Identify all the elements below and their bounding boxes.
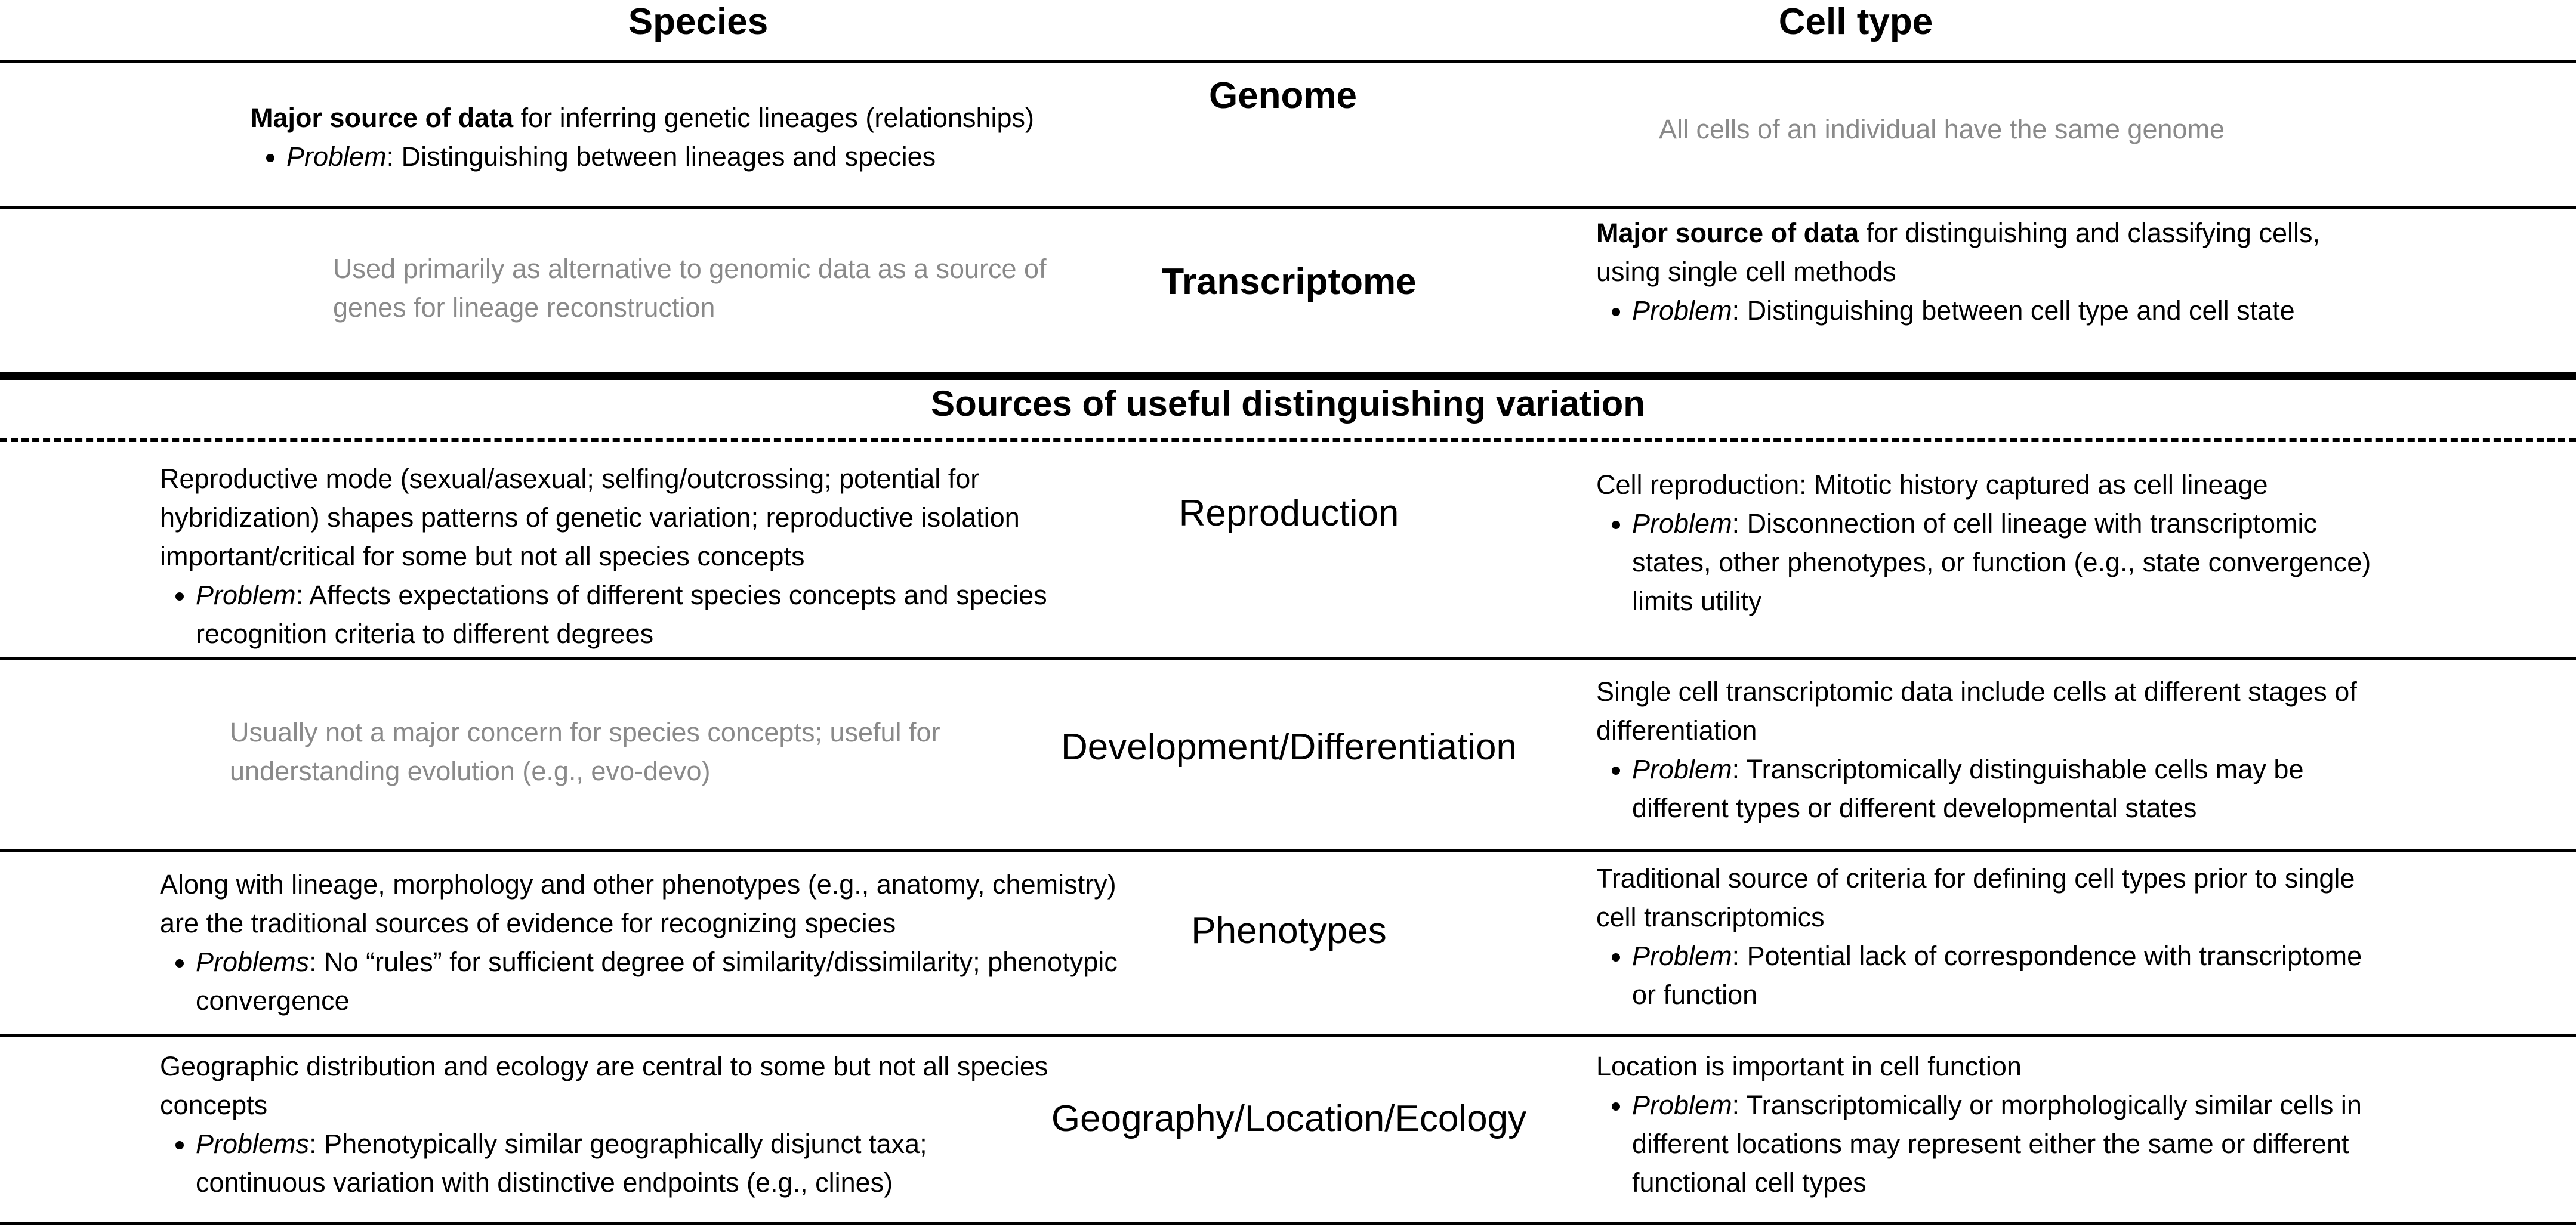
genome-species-main: Major source of data for inferring genet… [251, 103, 1035, 133]
section-band-title: Sources of useful distinguishing variati… [931, 384, 1645, 424]
genome-species-problem: Problem: Distinguishing between lineages… [286, 137, 1146, 176]
phenotypes-species-problem: Problems: No “rules” for sufficient degr… [196, 942, 1144, 1020]
transcriptome-species-cell: Used primarily as alternative to genomic… [333, 254, 1047, 323]
species-column-header: Species [628, 1, 769, 42]
transcriptome-cell-main: Major source of data for distinguishing … [1596, 218, 2320, 287]
phenotypes-species-cell: Along with lineage, morphology and other… [160, 865, 1144, 1020]
geography-row-label: Geography/Location/Ecology [1051, 1098, 1527, 1139]
genome-cell-type-cell: All cells of an individual have the same… [1659, 114, 2225, 144]
reproduction-cell-type-cell: Cell reproduction: Mitotic history captu… [1596, 465, 2390, 620]
section-thick-rule [0, 372, 2576, 380]
development-species-cell: Usually not a major concern for species … [230, 717, 940, 786]
geography-species-cell: Geographic distribution and ecology are … [160, 1047, 1055, 1202]
reproduction-row-rule [0, 657, 2576, 660]
reproduction-species-problem: Problem: Affects expectations of differe… [196, 576, 1144, 653]
header-rule [0, 60, 2576, 63]
genome-row-rule [0, 206, 2576, 209]
phenotypes-cell-problem: Problem: Potential lack of correspondenc… [1632, 937, 2390, 1014]
reproduction-species-cell: Reproductive mode (sexual/asexual; selfi… [160, 459, 1144, 653]
development-cell-problem: Problem: Transcriptomically distinguisha… [1632, 750, 2390, 827]
phenotypes-row-rule [0, 1034, 2576, 1037]
geography-cell-problem: Problem: Transcriptomically or morpholog… [1632, 1086, 2390, 1202]
development-cell-type-cell: Single cell transcriptomic data include … [1596, 672, 2390, 827]
phenotypes-cell-type-cell: Traditional source of criteria for defin… [1596, 859, 2390, 1014]
development-row-label: Development/Differentiation [1061, 727, 1517, 768]
geography-species-problem: Problems: Phenotypically similar geograp… [196, 1124, 1055, 1202]
table-bottom-rule [0, 1222, 2576, 1225]
development-row-rule [0, 849, 2576, 852]
cell-type-column-header: Cell type [1778, 1, 1933, 42]
geography-cell-type-cell: Location is important in cell function P… [1596, 1047, 2390, 1202]
reproduction-cell-problem: Problem: Disconnection of cell lineage w… [1632, 504, 2390, 620]
phenotypes-row-label: Phenotypes [1191, 910, 1387, 951]
genome-row-label: Genome [1208, 75, 1358, 116]
transcriptome-cell-type-cell: Major source of data for distinguishing … [1596, 214, 2390, 330]
transcriptome-row-label: Transcriptome [1161, 261, 1417, 302]
reproduction-row-label: Reproduction [1179, 493, 1399, 534]
section-dashed-rule [0, 438, 2576, 442]
transcriptome-cell-problem: Problem: Distinguishing between cell typ… [1632, 291, 2390, 330]
genome-species-cell: Major source of data for inferring genet… [251, 98, 1146, 176]
